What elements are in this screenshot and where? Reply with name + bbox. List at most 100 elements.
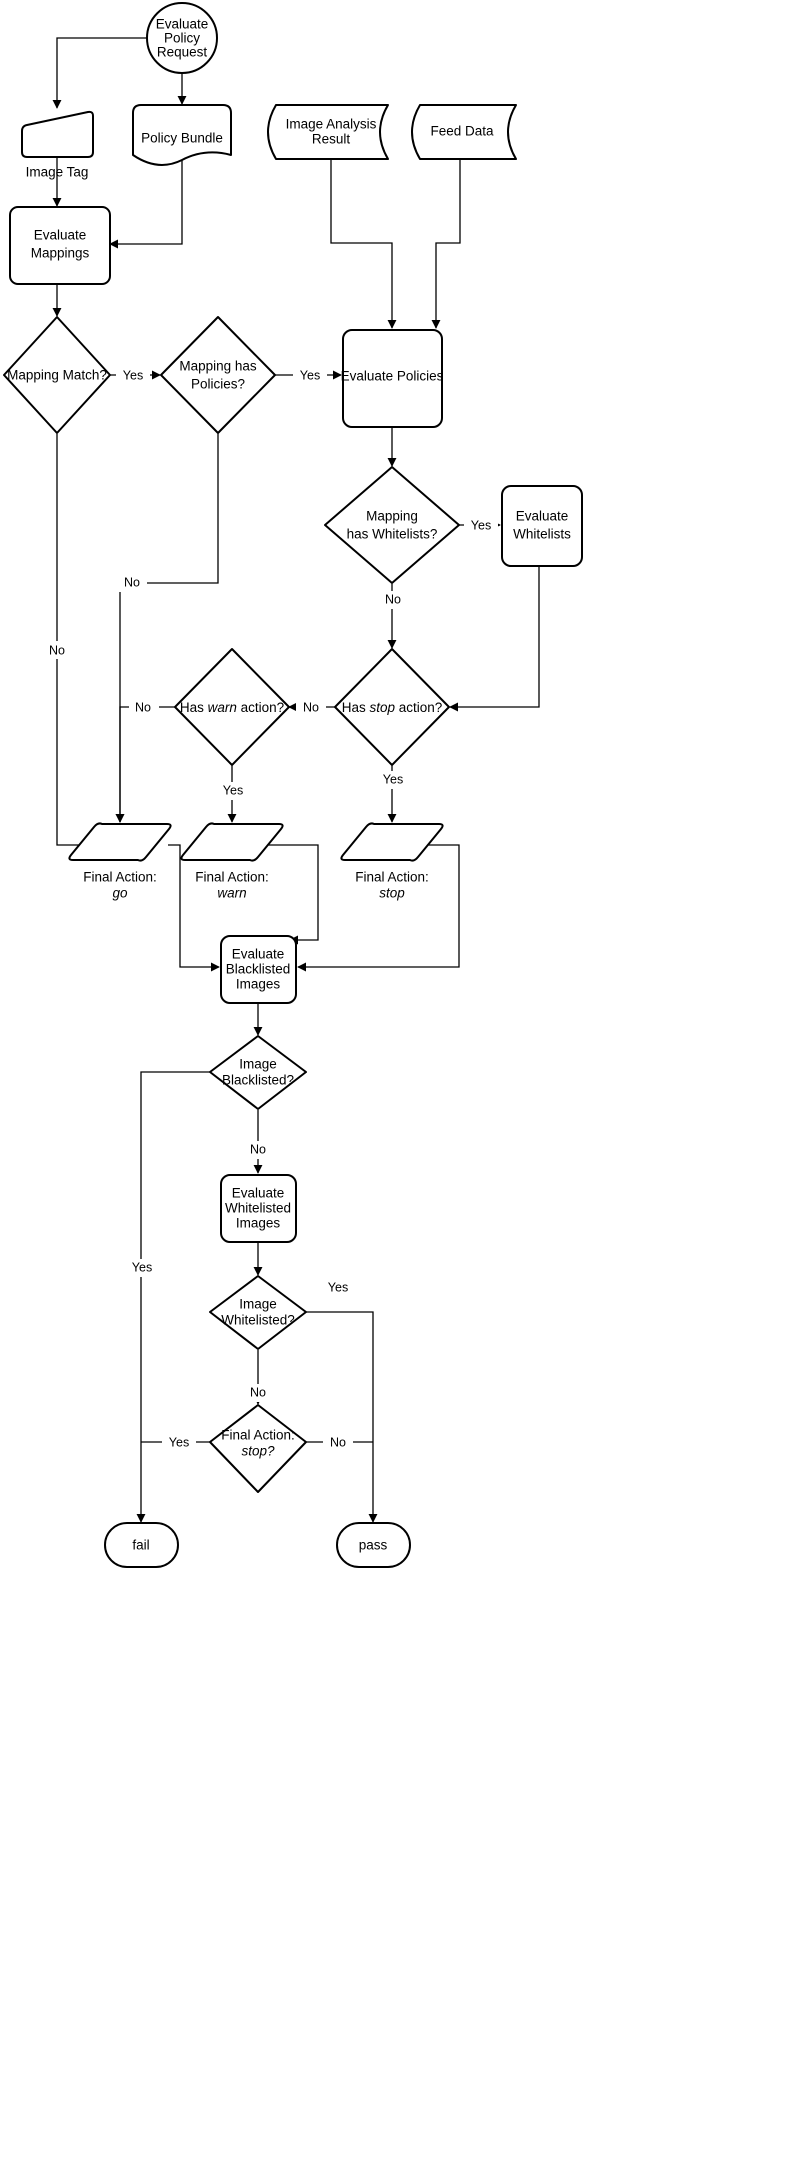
- image-blacklisted-label-line1: Image: [239, 1057, 277, 1072]
- edge-label-mapping-match-yes: Yes: [123, 368, 143, 382]
- image-analysis-result-label-line2: Result: [312, 132, 351, 147]
- node-mapping-has-whitelists[interactable]: Mapping has Whitelists?: [324, 466, 460, 584]
- node-feed-data[interactable]: Feed Data: [411, 104, 517, 160]
- start-label-line3: Request: [157, 45, 208, 60]
- has-stop-action-suffix: action?: [395, 700, 442, 715]
- evaluate-whitelists-label-line1: Evaluate: [516, 509, 569, 524]
- image-tag-caption: Image Tag: [26, 165, 89, 180]
- edge-label-mapping-has-whitelists-no: No: [385, 592, 401, 606]
- start-label-line2: Policy: [164, 31, 200, 46]
- node-has-warn-action[interactable]: Has warn action?: [174, 648, 290, 766]
- edge-mapping-match-no: [56, 434, 111, 850]
- pass-label: pass: [359, 1538, 388, 1553]
- image-whitelisted-label-line1: Image: [239, 1297, 277, 1312]
- edge-label-mapping-has-policies-no: No: [124, 575, 140, 589]
- evaluate-blacklisted-label-line2: Blacklisted: [226, 962, 291, 977]
- feed-data-label: Feed Data: [430, 124, 494, 139]
- node-final-action-stop-question[interactable]: Final Action: stop?: [209, 1404, 307, 1493]
- edge-label-mapping-has-policies-yes: Yes: [300, 368, 320, 382]
- fail-label: fail: [132, 1538, 149, 1553]
- has-stop-action-emphasis: stop: [369, 700, 395, 715]
- node-policy-bundle[interactable]: Policy Bundle: [132, 104, 232, 166]
- node-mapping-match[interactable]: Mapping Match?: [3, 316, 111, 434]
- final-action-go-caption-line1: Final Action:: [83, 870, 157, 885]
- evaluate-blacklisted-label-line1: Evaluate: [232, 947, 285, 962]
- edge-label-has-stop-action-no: No: [303, 700, 319, 714]
- edge-label-has-warn-action-yes: Yes: [223, 783, 243, 797]
- node-final-action-warn[interactable]: Final Action: warn: [180, 822, 284, 901]
- edge-feed-data-to-evaluate-policies: [431, 160, 461, 329]
- edge-final-action-stop-to-evaluate-blacklisted: [297, 844, 460, 972]
- node-evaluate-policies[interactable]: Evaluate Policies: [341, 329, 444, 428]
- node-evaluate-whitelisted-images[interactable]: Evaluate Whitelisted Images: [220, 1174, 297, 1243]
- final-action-stop-caption-line2: stop: [379, 886, 405, 901]
- edge-label-image-blacklisted-yes: Yes: [132, 1260, 152, 1274]
- mapping-has-whitelists-label-line1: Mapping: [366, 509, 418, 524]
- start-label-line1: Evaluate: [156, 17, 209, 32]
- node-image-analysis-result[interactable]: Image Analysis Result: [267, 104, 389, 160]
- image-whitelisted-label-line2: Whitelisted?: [221, 1313, 295, 1328]
- final-action-warn-caption-line2: warn: [217, 886, 246, 901]
- edge-layer: [52, 37, 540, 1523]
- node-mapping-has-policies[interactable]: Mapping has Policies?: [160, 316, 276, 434]
- mapping-has-policies-label-line1: Mapping has: [179, 359, 257, 374]
- image-analysis-result-label-line1: Image Analysis: [286, 117, 377, 132]
- mapping-match-label: Mapping Match?: [7, 368, 107, 383]
- has-warn-action-prefix: Has: [180, 700, 208, 715]
- evaluate-whitelisted-images-label-line1: Evaluate: [232, 1186, 285, 1201]
- node-evaluate-whitelists[interactable]: Evaluate Whitelists: [501, 485, 583, 567]
- evaluate-mappings-label-line1: Evaluate: [34, 228, 87, 243]
- has-stop-action-label: Has stop action?: [342, 700, 443, 715]
- final-action-stop-caption-line1: Final Action:: [355, 870, 429, 885]
- edge-label-final-stop-yes: Yes: [169, 1435, 189, 1449]
- mapping-has-whitelists-label-line2: has Whitelists?: [347, 527, 438, 542]
- edge-label-layer: Yes Yes No No Yes No No Yes No Yes No Ye…: [43, 366, 498, 1452]
- evaluate-whitelisted-images-label-line3: Images: [236, 1216, 281, 1231]
- node-evaluate-blacklisted-images[interactable]: Evaluate Blacklisted Images: [220, 935, 297, 1004]
- edge-policy-bundle-to-evaluate-mappings: [109, 160, 183, 249]
- edge-mapping-has-policies-no: [115, 434, 219, 823]
- final-action-stop-question-label-line2: stop?: [241, 1444, 275, 1459]
- node-fail[interactable]: fail: [104, 1522, 179, 1568]
- edge-label-image-blacklisted-no: No: [250, 1142, 266, 1156]
- final-action-go-caption-line2: go: [112, 886, 128, 901]
- edge-image-blacklisted-yes: [136, 1071, 210, 1523]
- node-has-stop-action[interactable]: Has stop action?: [334, 648, 450, 766]
- node-evaluate-mappings[interactable]: Evaluate Mappings: [9, 206, 111, 285]
- edge-label-mapping-match-no: No: [49, 643, 65, 657]
- policy-bundle-label: Policy Bundle: [141, 131, 223, 146]
- evaluate-blacklisted-label-line3: Images: [236, 977, 281, 992]
- evaluate-mappings-label-line2: Mappings: [31, 246, 90, 261]
- node-final-action-stop[interactable]: Final Action: stop: [340, 822, 444, 901]
- has-warn-action-suffix: action?: [237, 700, 284, 715]
- edge-label-final-stop-no: No: [330, 1435, 346, 1449]
- mapping-has-policies-label-line2: Policies?: [191, 377, 245, 392]
- node-image-whitelisted[interactable]: Image Whitelisted?: [209, 1275, 307, 1350]
- edge-label-has-stop-action-yes: Yes: [383, 772, 403, 786]
- edge-image-whitelisted-yes: [306, 1311, 378, 1523]
- final-action-stop-question-label-line1: Final Action:: [221, 1428, 295, 1443]
- final-action-warn-caption-line1: Final Action:: [195, 870, 269, 885]
- has-warn-action-emphasis: warn: [208, 700, 237, 715]
- edge-label-has-warn-action-no: No: [135, 700, 151, 714]
- node-evaluate-policy-request[interactable]: Evaluate Policy Request: [146, 2, 218, 74]
- edge-label-image-whitelisted-no: No: [250, 1385, 266, 1399]
- edge-label-image-whitelisted-yes: Yes: [328, 1280, 348, 1294]
- node-final-action-go[interactable]: Final Action: go: [68, 822, 172, 901]
- node-pass[interactable]: pass: [336, 1522, 411, 1568]
- edge-final-action-warn-to-evaluate-blacklisted: [268, 844, 319, 945]
- edge-final-action-go-to-evaluate-blacklisted: [168, 844, 220, 972]
- node-image-tag[interactable]: Image Tag: [21, 110, 94, 180]
- edge-evaluate-whitelists-to-has-stop-action: [449, 566, 540, 712]
- image-blacklisted-label-line2: Blacklisted?: [222, 1073, 294, 1088]
- has-warn-action-label: Has warn action?: [180, 700, 284, 715]
- evaluate-policies-label: Evaluate Policies: [341, 369, 444, 384]
- node-image-blacklisted[interactable]: Image Blacklisted?: [209, 1035, 307, 1110]
- has-stop-action-prefix: Has: [342, 700, 370, 715]
- edge-has-warn-action-no: [115, 706, 176, 823]
- edge-label-mapping-has-whitelists-yes: Yes: [471, 518, 491, 532]
- edge-image-analysis-result-to-evaluate-policies: [330, 160, 397, 329]
- edge-start-to-image-tag: [52, 37, 148, 109]
- evaluate-whitelists-label-line2: Whitelists: [513, 527, 571, 542]
